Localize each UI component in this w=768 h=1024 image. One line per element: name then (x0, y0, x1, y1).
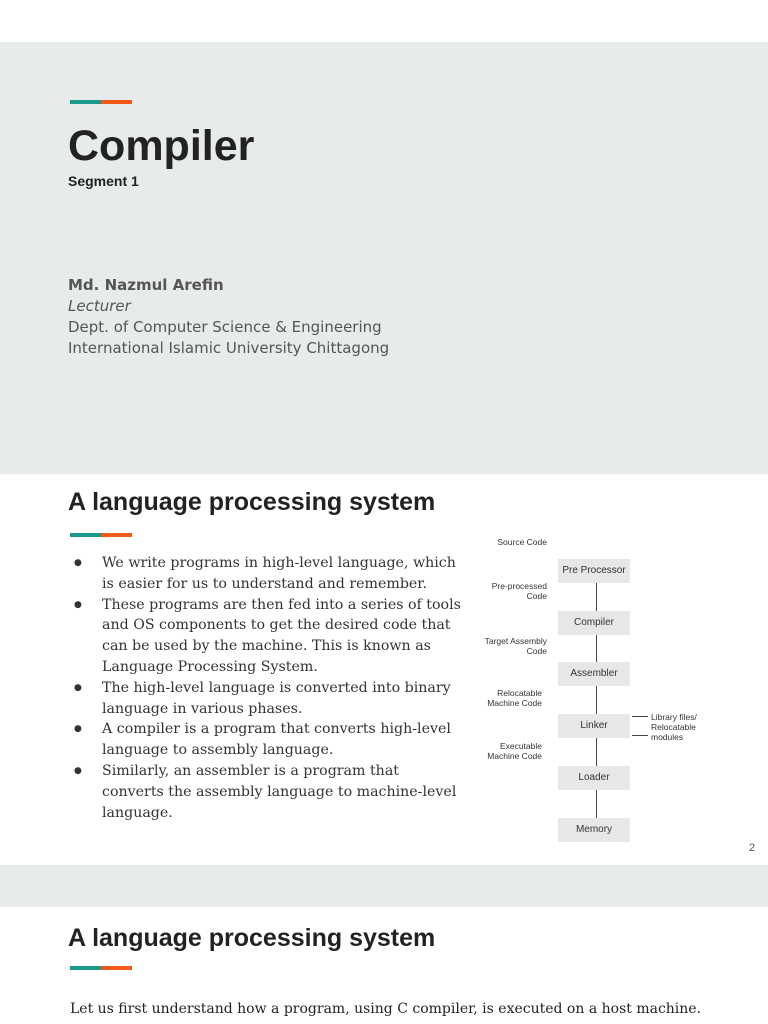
slide-3 (0, 907, 768, 1024)
diagram-box-compiler: Compiler (558, 611, 630, 635)
author-name: Md. Nazmul Arefin (68, 276, 224, 294)
diagram-label: Executable Machine Code (487, 741, 542, 761)
diagram-box-loader: Loader (558, 766, 630, 790)
list-item: Similarly, an assembler is a program tha… (70, 761, 462, 823)
list-item: We write programs in high-level language… (70, 553, 462, 595)
bullet-list: We write programs in high-level language… (70, 553, 462, 823)
arrow-in (632, 735, 648, 736)
intro-text: Let us first understand how a program, u… (70, 1001, 702, 1017)
department: Dept. of Computer Science & Engineering (68, 318, 382, 336)
slide-1: Compiler Segment 1 Md. Nazmul Arefin Lec… (0, 42, 768, 474)
slide-title: A language processing system (68, 924, 436, 952)
top-margin (0, 0, 768, 42)
diagram-label: Source Code (497, 537, 547, 547)
diagram-label: Target Assembly Code (484, 636, 547, 656)
list-item: These programs are then fed into a serie… (70, 595, 462, 678)
accent-bar (70, 966, 132, 970)
university: International Islamic University Chittag… (68, 339, 390, 357)
accent-bar (70, 533, 132, 537)
diagram-side-label: Library files/ Relocatable modules (651, 712, 697, 742)
diagram-box-memory: Memory (558, 818, 630, 842)
diagram-box-assembler: Assembler (558, 662, 630, 686)
diagram-box-preprocessor: Pre Processor (558, 559, 630, 583)
diagram-label: Relocatable Machine Code (487, 688, 542, 708)
diagram-box-linker: Linker (558, 714, 630, 738)
diagram-label: Pre-processed Code (491, 581, 547, 601)
slide-subtitle: Segment 1 (68, 173, 139, 189)
arrow-out (632, 716, 648, 717)
slide-title: A language processing system (68, 488, 436, 516)
list-item: The high-level language is converted int… (70, 678, 462, 720)
accent-bar (70, 100, 132, 104)
slide-title: Compiler (68, 122, 255, 170)
author-role: Lecturer (68, 297, 131, 315)
page-number: 2 (749, 842, 756, 854)
list-item: A compiler is a program that converts hi… (70, 719, 462, 761)
